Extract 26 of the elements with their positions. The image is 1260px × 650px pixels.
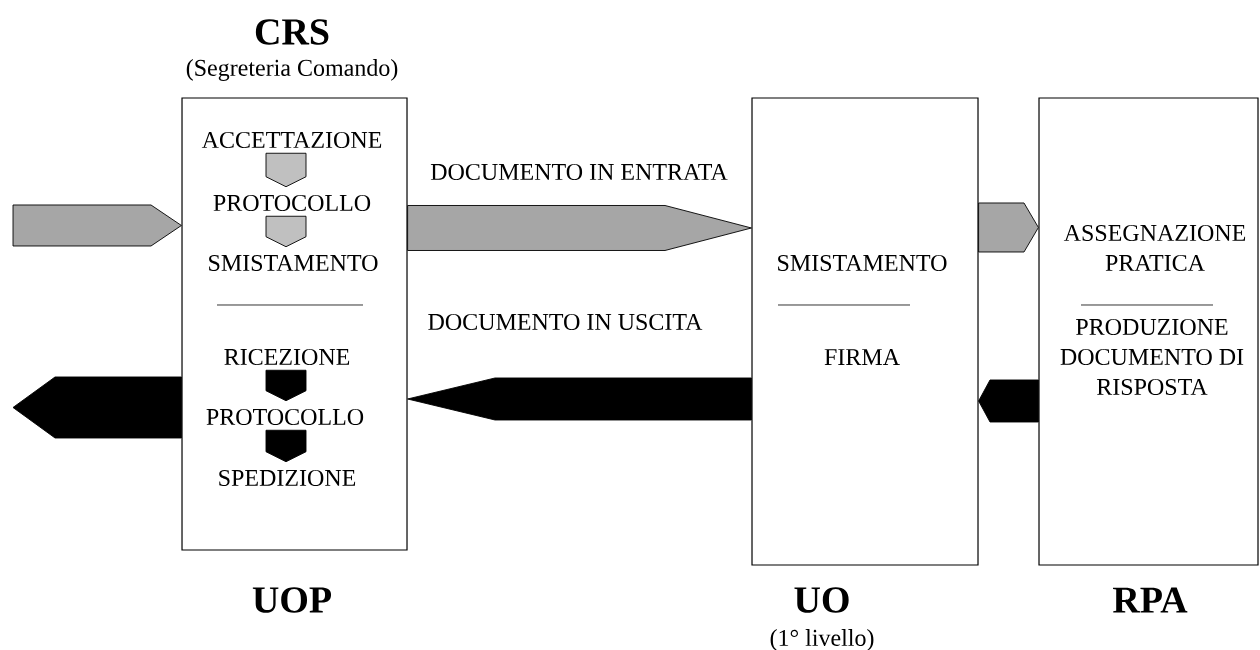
step-text: SMISTAMENTO <box>209 254 378 272</box>
chevron-arrow <box>265 152 307 188</box>
block-arrow <box>12 376 182 439</box>
step-text: RICEZIONE <box>224 348 350 366</box>
node-label: UO <box>794 587 849 613</box>
block-arrow <box>978 379 1039 423</box>
process-box: ASSEGNAZIONE PRATICA PRODUZIONE DOCUMENTO DI RISPOSTA RPA <box>1038 97 1259 613</box>
edge-label: DOCUMENTO IN ENTRATA <box>429 162 729 182</box>
node-label: RPA <box>1113 587 1188 613</box>
chevron-arrow <box>265 369 307 402</box>
block-arrow <box>978 202 1039 253</box>
block-arrow <box>407 205 752 251</box>
node-label: (Segreteria Comando) <box>186 59 398 81</box>
chevron-arrow <box>265 215 307 248</box>
node-label: UOP <box>252 587 332 613</box>
step-text: SPEDIZIONE <box>219 469 356 487</box>
block-arrow <box>407 377 752 421</box>
block-arrow <box>12 204 182 247</box>
step-text: ACCETTAZIONE <box>201 131 382 149</box>
process-box: SMISTAMENTO FIRMA UO (1° livello) <box>751 97 979 650</box>
chevron-arrow <box>265 429 307 463</box>
edge-label: DOCUMENTO IN USCITA <box>426 312 704 332</box>
node-label: (1° livello) <box>770 629 874 650</box>
node-label: CRS <box>255 19 329 45</box>
step-text: PROTOCOLLO <box>213 194 371 212</box>
step-text: PROTOCOLLO <box>206 408 364 426</box>
